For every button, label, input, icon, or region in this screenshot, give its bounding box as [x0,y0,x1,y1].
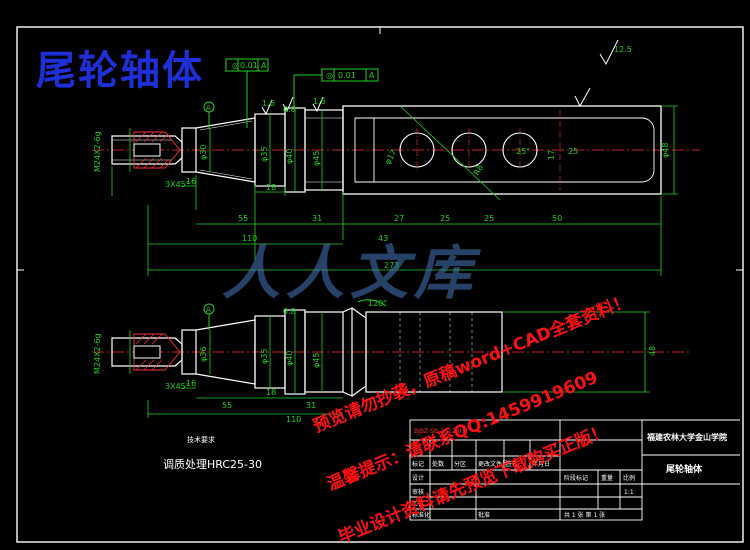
gdt-mid-symbol: ◎ [326,71,333,80]
gdt-upper-value: 0.01 [240,61,258,70]
dim-top-r1-0: 16 [186,177,196,186]
dim-top-r2-0: 55 [238,214,248,223]
dim-top-r2-3: 25 [440,214,450,223]
thread-bottom: M24X2-6g [93,333,102,374]
hardness-note: 调质处理HRC25-30 [163,458,262,471]
chamfer-bottom: 3X45° [165,382,190,391]
gdt-mid-datum: A [369,71,375,80]
dim-top-r1-1: 18 [266,183,276,192]
dim-bot-r1-0: 16 [186,379,196,388]
dim-bot-right: 48 [648,346,657,356]
dim-top-r2-2: 27 [394,214,404,223]
gdt-upper-datum: A [261,61,267,70]
dim-top-r2-4: 25 [484,214,494,223]
page-title: 尾轮轴体 [36,47,204,94]
dim-top-r3-1: 43 [378,234,388,243]
tb-stage: 阶段标记 [564,474,588,482]
drawing-number: BJBZ-SB-2012-01 [414,428,466,435]
diam-top-2: φ40 [285,149,294,164]
rough-top-general: 12.5 [614,45,632,54]
tb-row-label-5: 年月日 [532,460,550,468]
tb-row-label-1: 处数 [432,460,444,468]
datum-top: A [206,104,211,112]
diam-bot-1: φ35 [260,349,269,364]
diam-bot-3: φ45 [312,353,321,368]
tb-row-label-2: 分区 [454,460,466,468]
dim-overall: 273 [384,261,399,270]
part-name: 尾轮轴体 [665,463,703,475]
diam-bot-2: φ40 [285,351,294,366]
top-view [92,39,700,276]
dim-bot-r2-1: 31 [306,401,316,410]
school-name: 福建农林大学金山学院 [646,432,727,442]
angle-top: 25° [516,147,530,156]
notes-label: 技术要求 [187,435,215,444]
dim-bot-r1-1: 18 [266,388,276,397]
datum-bottom: A [206,306,211,314]
watermark-logo: 人人文库 [222,239,479,307]
rough-top-1: 0.8 [283,105,296,114]
dim-bot-r2-0: 55 [222,401,232,410]
diam-top-0: φ30 [199,145,208,160]
rough-bot-0: 0.8 [283,307,296,316]
tb-col-2: 工艺 [412,500,424,508]
tb-col-0: 设计 [412,474,424,482]
dim-top-r3-0: 110 [242,234,257,243]
dim-top-r2-5: 50 [552,214,562,223]
tb-scale: 1:1 [624,489,634,496]
dim-bot-r3-0: 110 [286,415,301,424]
angle-bottom: 120° [368,299,387,308]
tb-row-label-3: 更改文件号 [478,460,508,468]
diam-top-1: φ35 [260,147,269,162]
tb-weight: 重量 [601,474,613,482]
chamfer-top: 3X45° [165,180,190,189]
bottom-view [92,299,690,418]
tb-col-4: 批准 [478,511,490,519]
rough-top-0: 1.6 [262,99,275,108]
thread-top: M24X2-6g [93,131,102,172]
hole-diam: φ17 [383,148,399,166]
slot-dim-0: 17 [547,150,556,160]
tb-col-3: 标准化 [412,511,430,519]
gdt-upper-symbol: ◎ [232,61,239,70]
rough-top-2: 1.6 [313,97,326,106]
tb-sheet: 共 1 张 第 1 张 [564,511,605,519]
dim-top-r2-1: 31 [312,214,322,223]
tb-col-1: 审核 [412,488,424,496]
title-block [409,419,740,521]
tb-row-label-0: 标记 [412,460,424,468]
gdt-mid-value: 0.01 [338,71,356,80]
slot-dim-1: 25 [568,147,578,156]
tb-row-label-4: 签名 [506,460,518,468]
diam-top-4: φ48 [661,143,670,158]
tb-scale-label: 比例 [623,474,635,482]
diam-bot-0: φ36 [199,347,208,362]
hole-r: R8 [472,163,485,177]
diam-top-3: φ45 [312,151,321,166]
